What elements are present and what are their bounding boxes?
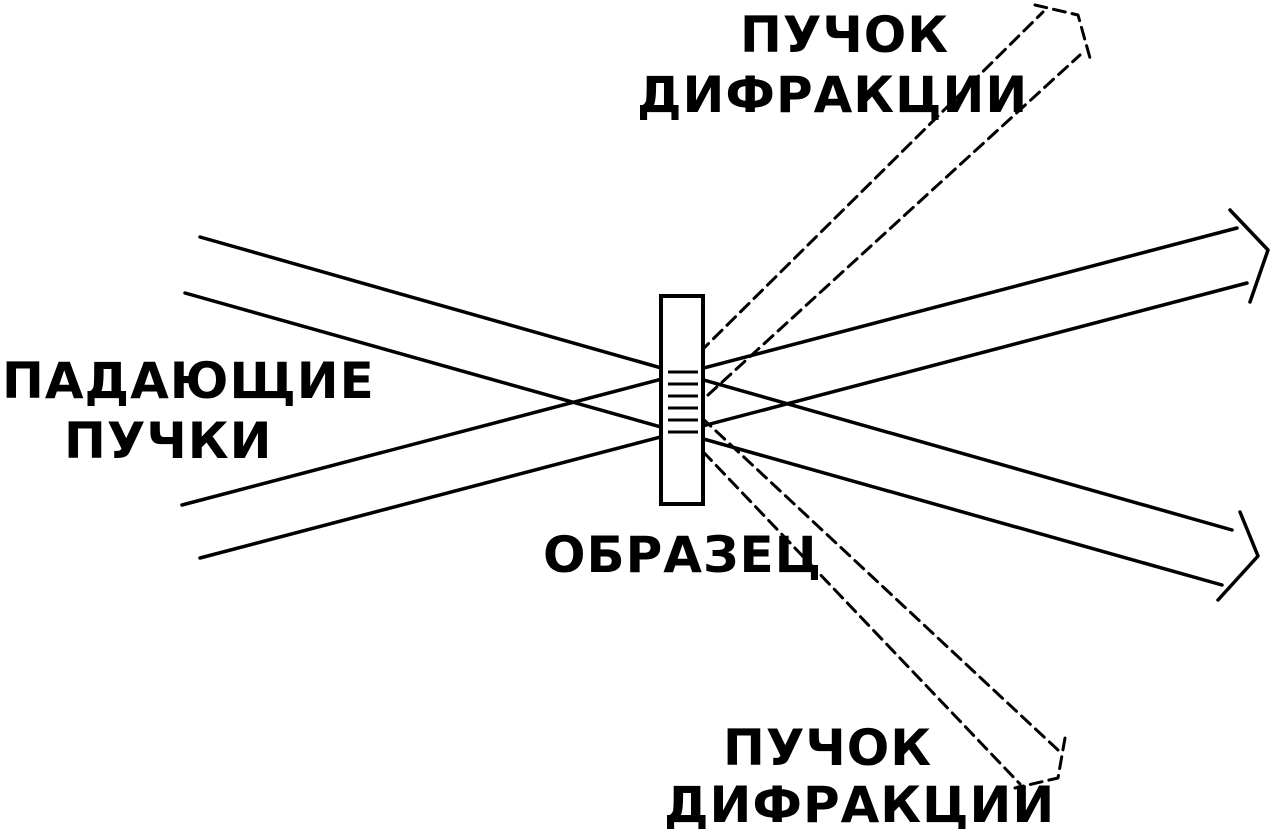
incident-beam-upper-1 — [198, 235, 1234, 532]
diffracted-beam-bottom-2 — [688, 436, 1022, 786]
diffracted-beams — [688, 3, 1092, 790]
label-sample: ОБРАЗЕЦ — [543, 526, 822, 584]
label-incident-line1: ПАДАЮЩИЕ — [2, 352, 375, 410]
diffracted-beam-bottom-1 — [700, 416, 1060, 752]
arrow-diffracted-top — [1033, 3, 1092, 60]
arrow-diffracted-bottom — [1013, 736, 1067, 790]
arrow-lower-right — [1216, 510, 1260, 602]
incident-beams — [180, 226, 1249, 587]
diffracted-beam-top-2 — [706, 53, 1082, 397]
sample — [659, 294, 705, 506]
label-diffracted-top-line2: ДИФРАКЦИИ — [637, 66, 1028, 124]
label-incident-line2: ПУЧКИ — [64, 412, 273, 470]
diffracted-beam-top-1 — [698, 10, 1045, 354]
sample-body — [659, 294, 705, 506]
transmitted-arrowheads — [1216, 208, 1270, 602]
incident-beam-lower-2 — [198, 281, 1249, 560]
incident-beam-lower-1 — [180, 226, 1239, 507]
label-diffracted-top-line1: ПУЧОК — [740, 6, 949, 64]
label-diffracted-bottom-line2: ДИФРАКЦИИ — [664, 776, 1055, 829]
arrow-upper-right — [1228, 208, 1270, 304]
label-diffracted-bottom-line1: ПУЧОК — [723, 719, 932, 777]
